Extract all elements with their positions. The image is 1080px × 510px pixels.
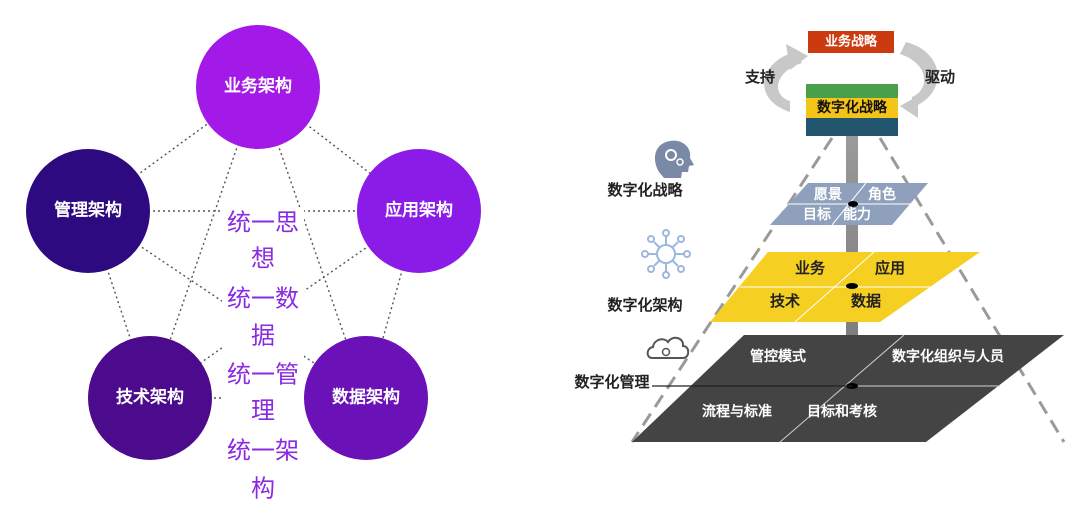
- layer-management-cell-2: 数字化组织与人员: [892, 348, 1004, 365]
- business-strategy-rect: [808, 31, 894, 53]
- layer-architecture-cell-4: 数据: [851, 292, 881, 310]
- slogan-line-6: 理: [251, 397, 275, 425]
- support-arrow-body: [764, 52, 802, 112]
- node-management-circle: [26, 149, 150, 273]
- strategy-side: 数字化战略: [607, 140, 694, 199]
- cloud-shape: [646, 336, 690, 359]
- center-slogan: 统一思 想 统一数 据 统一管 理 统一架 构: [227, 209, 299, 503]
- digital-strategy-band-teal: [806, 118, 898, 136]
- business-strategy-label: 业务战略: [825, 34, 878, 50]
- layer-management-cell-1: 管控模式: [750, 348, 806, 365]
- layer-strategy: 愿景 角色 目标 能力: [770, 182, 928, 226]
- pyramid-diagram: 业务战略 支持 驱动 数字化战略: [574, 31, 1066, 443]
- digital-strategy-band-green: [806, 84, 898, 98]
- node-business: 业务架构: [196, 25, 320, 149]
- head-gears-icon: [654, 140, 694, 178]
- node-management-label: 管理架构: [54, 200, 122, 221]
- hub-node-2: [662, 271, 670, 279]
- management-side: 数字化管理: [574, 336, 852, 391]
- layer-management-divider-v: [779, 334, 905, 443]
- node-technology-label: 技术架构: [116, 387, 184, 408]
- layer-strategy-cell-3: 目标: [803, 206, 831, 223]
- node-data: 数据架构: [304, 336, 428, 460]
- node-data-circle: [304, 336, 428, 460]
- node-business-circle: [196, 25, 320, 149]
- layer-architecture-cell-1: 业务: [795, 259, 826, 277]
- digital-strategy-band-yellow: [806, 98, 898, 118]
- network-hub-icon: [641, 229, 691, 279]
- strategy-side-label: 数字化战略: [607, 181, 683, 199]
- hub-node-7: [677, 235, 685, 243]
- slogan-line-4: 据: [251, 322, 275, 350]
- cloud-gear-icon: [646, 336, 690, 359]
- support-arrow: [764, 44, 808, 112]
- slogan-line-2: 想: [251, 245, 275, 273]
- hub-spoke-7: [671, 241, 679, 249]
- layer-architecture: 业务 应用 技术 数据: [710, 251, 980, 323]
- central-arrow-shaft: [846, 136, 858, 366]
- architecture-side-label: 数字化架构: [607, 296, 682, 314]
- hub-node-3: [641, 250, 649, 258]
- cloud-gear: [661, 347, 671, 357]
- hub-node-4: [683, 250, 691, 258]
- layer-architecture-cell-3: 技术: [770, 292, 800, 310]
- node-management: 管理架构: [26, 149, 150, 273]
- layer-architecture-cell-2: 应用: [875, 259, 905, 277]
- node-application: 应用架构: [357, 149, 481, 273]
- node-technology: 技术架构: [88, 336, 212, 460]
- node-application-label: 应用架构: [385, 200, 453, 221]
- slogan-line-3: 统一数: [227, 285, 299, 313]
- hub-spoke-8: [653, 259, 661, 267]
- digital-strategy-box: 数字化战略: [806, 84, 898, 136]
- head-gear-small: [676, 158, 684, 166]
- layer-strategy-cell-2: 角色: [868, 186, 896, 203]
- layer-architecture-divider-v: [794, 251, 875, 323]
- layer-strategy-cell-4: 能力: [843, 206, 871, 223]
- node-data-label: 数据架构: [332, 387, 400, 408]
- hub-node-6: [677, 265, 685, 273]
- head-gear-large: [665, 149, 677, 161]
- layer-architecture-center-dot: [846, 283, 858, 289]
- drive-label: 驱动: [925, 68, 955, 86]
- layer-management: 管控模式 数字化组织与人员 流程与标准 目标和考核: [632, 334, 1064, 443]
- slogan-line-1: 统一思: [227, 209, 299, 237]
- node-business-label: 业务架构: [224, 76, 292, 97]
- drive-arrow-head: [900, 96, 918, 118]
- layer-management-plane: [632, 335, 1064, 442]
- drive-arrow: [900, 42, 938, 118]
- hub-spoke-6: [671, 259, 679, 267]
- pentagon-diagram: 业务架构 管理架构 应用架构 技术架构 数据架构 统一思 想 统一数: [26, 25, 481, 504]
- pyramid-edge-right: [878, 137, 1066, 443]
- slogan-line-5: 统一管: [227, 361, 299, 389]
- support-arrow-head: [786, 44, 808, 70]
- layer-strategy-cell-1: 愿景: [814, 187, 842, 203]
- management-side-label: 数字化管理: [574, 373, 649, 391]
- hub-node-5: [647, 235, 655, 243]
- slogan-line-8: 构: [251, 475, 275, 503]
- support-label: 支持: [744, 68, 775, 86]
- architecture-side: 数字化架构: [607, 229, 691, 314]
- hub-node-8: [647, 265, 655, 273]
- drive-arrow-body: [900, 42, 938, 108]
- layer-strategy-center-dot: [848, 201, 858, 207]
- business-strategy-box: 业务战略: [808, 31, 894, 53]
- slogan-line-7: 统一架: [227, 437, 299, 465]
- pyramid-edges: [630, 137, 1066, 443]
- pentagon-nodes: 业务架构 管理架构 应用架构 技术架构 数据架构: [26, 25, 481, 460]
- digital-strategy-box-label: 数字化战略: [817, 99, 888, 116]
- pyramid-edge-left: [630, 137, 834, 443]
- edge-business-application: [257, 86, 420, 212]
- hub-spoke-5: [653, 241, 661, 249]
- center-text-backdrop: [222, 208, 304, 504]
- layer-management-cell-4: 目标和考核: [807, 403, 877, 420]
- hub-node-1: [662, 229, 670, 237]
- node-technology-circle: [88, 336, 212, 460]
- node-application-circle: [357, 149, 481, 273]
- layer-management-cell-3: 流程与标准: [702, 403, 772, 420]
